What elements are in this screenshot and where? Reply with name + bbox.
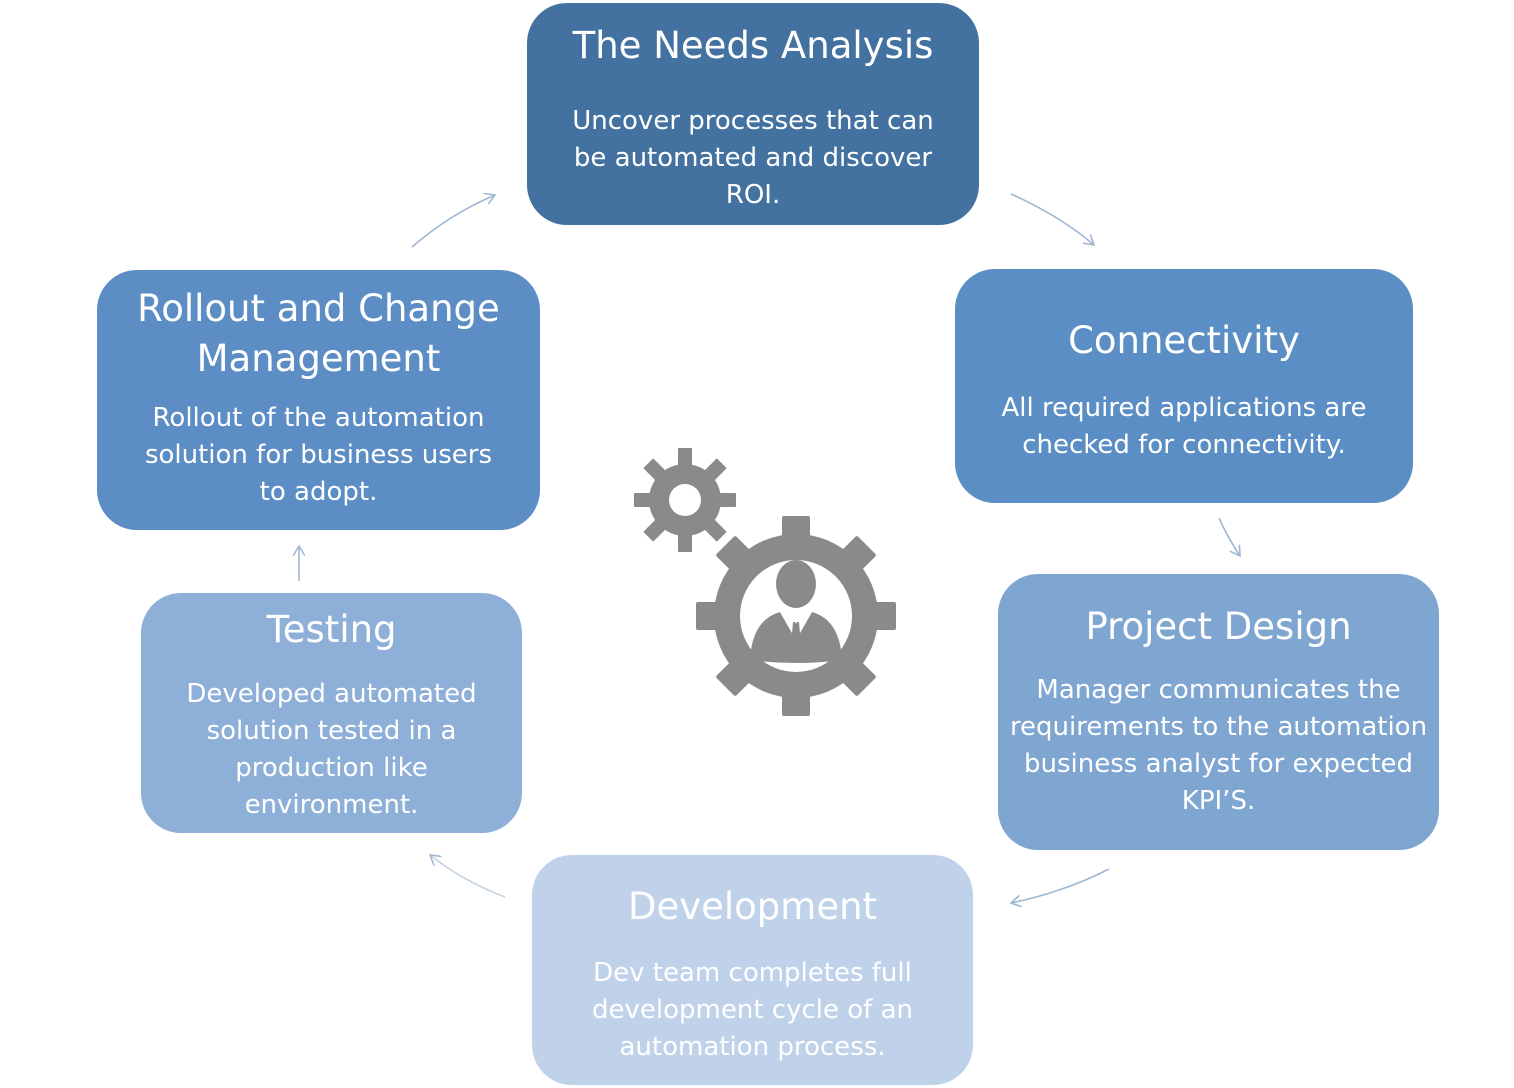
step-description: Developed automated solution tested in a… bbox=[186, 679, 477, 820]
arrow-design-to-development bbox=[1011, 868, 1110, 903]
step-testing: Testing Developed automated solution tes… bbox=[141, 593, 522, 833]
step-description: Manager communicates the requirements to… bbox=[1009, 675, 1428, 816]
step-description: Uncover processes that can be automated … bbox=[572, 106, 934, 210]
gears-with-businessman-icon bbox=[634, 448, 896, 716]
small-gear-icon bbox=[634, 448, 736, 552]
step-title: Connectivity bbox=[1068, 319, 1300, 362]
step-title: Testing bbox=[266, 608, 397, 651]
arrow-connectivity-to-design bbox=[1218, 517, 1240, 556]
arrow-development-to-testing bbox=[430, 855, 506, 898]
arrow-rollout-to-needs bbox=[411, 195, 495, 248]
step-connectivity: Connectivity All required applications a… bbox=[955, 269, 1413, 503]
step-description: All required applications are checked fo… bbox=[1001, 393, 1367, 460]
step-title: Rollout and Change Management bbox=[137, 287, 500, 380]
step-description: Rollout of the automation solution for b… bbox=[144, 403, 493, 507]
step-title: Development bbox=[627, 885, 878, 928]
step-description: Dev team completes full development cycl… bbox=[592, 958, 913, 1062]
businessman-icon bbox=[750, 560, 842, 663]
step-needs-analysis: The Needs Analysis Uncover processes tha… bbox=[527, 3, 979, 225]
step-development: Development Dev team completes full deve… bbox=[532, 855, 973, 1085]
step-rollout-change-management: Rollout and Change Management Rollout of… bbox=[97, 270, 540, 530]
arrow-needs-to-connectivity bbox=[1010, 193, 1094, 245]
step-project-design: Project Design Manager communicates the … bbox=[998, 574, 1439, 850]
large-gear-icon bbox=[696, 516, 896, 716]
step-title: The Needs Analysis bbox=[572, 24, 934, 67]
step-title: Project Design bbox=[1085, 605, 1352, 648]
